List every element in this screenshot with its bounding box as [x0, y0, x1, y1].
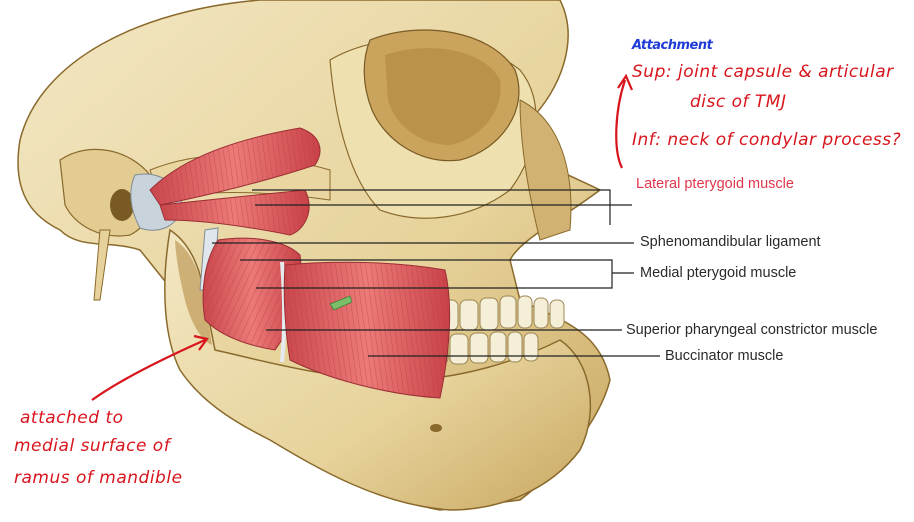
- leader-lines: [212, 189, 660, 357]
- parotid-duct: [329, 295, 353, 311]
- note-sup-line2: disc of TMJ: [690, 92, 787, 112]
- label-sphenomandibular-ligament: Sphenomandibular ligament: [640, 234, 821, 250]
- annotation-arrowhead: [193, 334, 209, 351]
- mental-foramen: [430, 424, 442, 432]
- note-attached-line3: ramus of mandible: [14, 468, 183, 488]
- pterygomandibular-raphe: [280, 261, 287, 363]
- note-attached-line2: medial surface of: [14, 436, 171, 456]
- annotation-bracket-arrowhead: [617, 73, 634, 91]
- label-lateral-pterygoid: Lateral pterygoid muscle: [636, 176, 794, 192]
- note-attached-line1: attached to: [20, 408, 124, 428]
- label-superior-pharyngeal-constrictor: Superior pharyngeal constrictor muscle: [626, 322, 878, 338]
- styloid-process: [93, 229, 111, 301]
- annotation-bracket: [615, 79, 627, 169]
- external-acoustic-meatus: [110, 189, 134, 221]
- mandible: [164, 228, 592, 511]
- note-sup-line1: Sup: joint capsule & articular: [632, 62, 894, 82]
- note-attachment-title: Attachment: [632, 38, 713, 53]
- label-medial-pterygoid: Medial pterygoid muscle: [640, 265, 797, 281]
- label-buccinator: Buccinator muscle: [665, 348, 784, 364]
- annotation-arrow: [91, 338, 206, 401]
- note-inf-line: Inf: neck of condylar process?: [632, 130, 902, 150]
